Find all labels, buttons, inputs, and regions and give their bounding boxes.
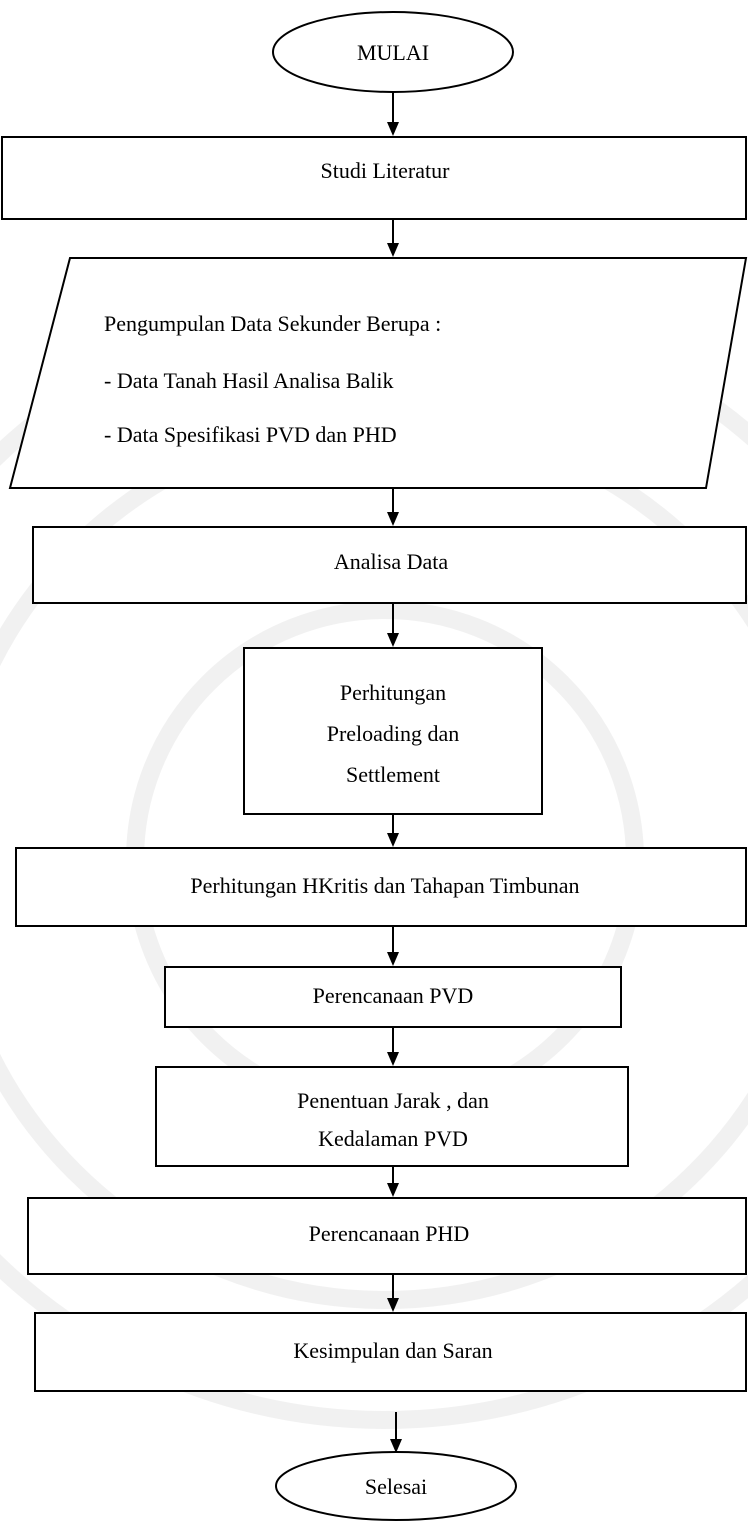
arrow (387, 92, 399, 136)
start-label: MULAI (357, 40, 429, 65)
arrow (387, 603, 399, 647)
process-analisa-data (32, 526, 747, 604)
arrow (387, 219, 399, 257)
process-analisa-data-label: Analisa Data (334, 549, 448, 574)
io-data-collection-title: Pengumpulan Data Sekunder Berupa : (104, 311, 441, 336)
process-preloading-line3: Settlement (346, 762, 440, 787)
process-kesimpulan (34, 1312, 747, 1392)
process-kesimpulan-label: Kesimpulan dan Saran (293, 1338, 492, 1363)
process-perencanaan-phd (27, 1197, 747, 1275)
arrow (390, 1412, 402, 1453)
io-data-collection-item1: - Data Tanah Hasil Analisa Balik (104, 368, 393, 393)
arrow (387, 1027, 399, 1066)
end-label: Selesai (365, 1474, 427, 1499)
arrow (387, 1274, 399, 1312)
arrow (387, 926, 399, 966)
process-hkritis (15, 847, 747, 927)
end-terminator (275, 1451, 517, 1521)
process-studi-literatur (1, 136, 747, 220)
process-perencanaan-pvd (164, 966, 622, 1028)
process-hkritis-label: Perhitungan HKritis dan Tahapan Timbunan (190, 873, 579, 898)
process-studi-literatur-label: Studi Literatur (321, 158, 451, 183)
io-data-collection (8, 257, 748, 489)
arrow (387, 1166, 399, 1197)
process-penentuan-jarak (155, 1066, 629, 1167)
process-preloading-line2: Preloading dan (327, 721, 460, 746)
io-data-collection-item2: - Data Spesifikasi PVD dan PHD (104, 422, 397, 447)
process-preloading-line1: Perhitungan (340, 680, 446, 705)
process-penentuan-jarak-line2: Kedalaman PVD (318, 1126, 468, 1151)
arrow (387, 488, 399, 526)
arrow (387, 814, 399, 847)
process-perencanaan-phd-label: Perencanaan PHD (309, 1221, 470, 1246)
process-perencanaan-pvd-label: Perencanaan PVD (313, 983, 474, 1008)
process-penentuan-jarak-line1: Penentuan Jarak , dan (297, 1088, 489, 1113)
